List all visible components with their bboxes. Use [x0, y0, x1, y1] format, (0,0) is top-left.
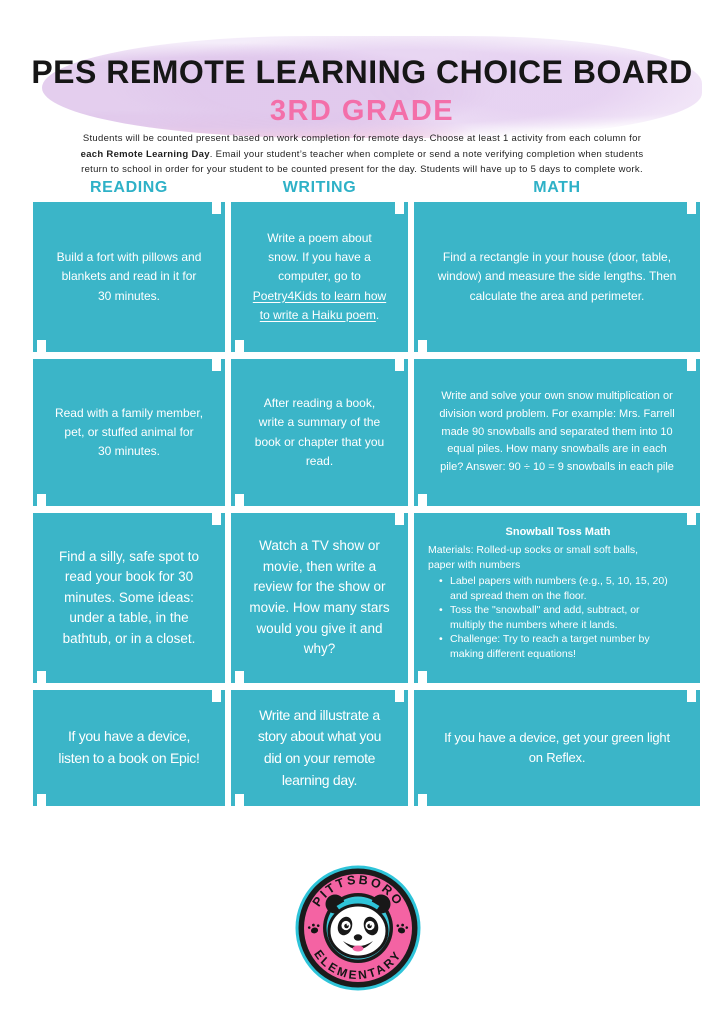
card-math-4: If you have a device, get your green lig… [414, 690, 700, 806]
snowball-toss-materials: Materials: Rolled-up socks or small soft… [428, 544, 639, 571]
card-writing-1: Write a poem about snow. If you have a c… [231, 202, 408, 352]
card-math-1: Find a rectangle in your house (door, ta… [414, 202, 700, 352]
column-header-math: MATH [533, 179, 581, 196]
card-text: Find a rectangle in your house (door, ta… [437, 250, 677, 303]
card-math-2: Write and solve your own snow multiplica… [414, 359, 700, 506]
card-text: If you have a device, listen to a book o… [58, 728, 200, 766]
card-reading-2: Read with a family member, pet, or stuff… [33, 359, 225, 506]
card-text: Find a silly, safe spot to read your boo… [58, 548, 200, 646]
watercolor-brush-background [42, 36, 702, 138]
card-writing-4: Write and illustrate a story about what … [231, 690, 408, 806]
writing1-text-1: Write a poem about snow. If you have a c… [267, 231, 372, 284]
intro-text-1: Students will be counted present based o… [82, 133, 642, 144]
column-headers: READING WRITING MATH [33, 179, 700, 197]
snowball-toss-content: Snowball Toss Math Materials: Rolled-up … [428, 525, 688, 661]
intro-text-2: . Email your student’s teacher when comp… [81, 148, 644, 176]
paw-icon-left [307, 923, 320, 934]
intro-text-bold: each Remote Learning Day [80, 148, 210, 160]
card-text: Watch a TV show or movie, then write a r… [249, 538, 390, 657]
column-header-writing: WRITING [282, 179, 357, 196]
card-writing-2: After reading a book, write a summary of… [231, 359, 408, 506]
snowball-toss-title: Snowball Toss Math [505, 526, 611, 538]
column-header-reading: READING [90, 179, 168, 196]
page-title: PES REMOTE LEARNING CHOICE BOARD [31, 54, 693, 90]
card-text: Read with a family member, pet, or stuff… [54, 405, 204, 459]
intro-paragraph: Students will be counted present based o… [17, 131, 707, 178]
paw-icon-right [396, 923, 409, 934]
card-text: Write and illustrate a story about what … [257, 706, 382, 788]
pittsboro-elementary-badge-icon: PITTSBORO ELEMENTARY [295, 865, 421, 991]
writing1-text-2: . [375, 307, 380, 322]
grade-subtitle: 3RD GRADE [269, 95, 455, 127]
card-reading-1: Build a fort with pillows and blankets a… [33, 202, 225, 352]
snowball-toss-steps: Label papers with numbers (e.g., 5, 10, … [438, 574, 688, 661]
card-math-3: Snowball Toss Math Materials: Rolled-up … [414, 513, 700, 683]
card-text: Write and solve your own snow multiplica… [439, 389, 675, 474]
card-writing-3: Watch a TV show or movie, then write a r… [231, 513, 408, 683]
activity-grid: Build a fort with pillows and blankets a… [33, 202, 700, 806]
card-reading-4: If you have a device, listen to a book o… [33, 690, 225, 806]
card-text: Build a fort with pillows and blankets a… [56, 250, 202, 303]
bullet-item: Challenge: Try to reach a target number … [438, 632, 688, 661]
card-text: After reading a book, write a summary of… [254, 396, 385, 468]
bullet-item: Label papers with numbers (e.g., 5, 10, … [438, 574, 688, 603]
card-text: Write a poem about snow. If you have a c… [253, 229, 386, 325]
poetry4kids-link[interactable]: Poetry4Kids to learn how to write a Haik… [252, 288, 387, 322]
card-reading-3: Find a silly, safe spot to read your boo… [33, 513, 225, 683]
panda-icon [325, 894, 391, 959]
card-text: If you have a device, get your green lig… [444, 729, 670, 765]
school-logo: PITTSBORO ELEMENTARY [294, 864, 422, 992]
bullet-item: Toss the "snowball" and add, subtract, o… [438, 603, 688, 632]
